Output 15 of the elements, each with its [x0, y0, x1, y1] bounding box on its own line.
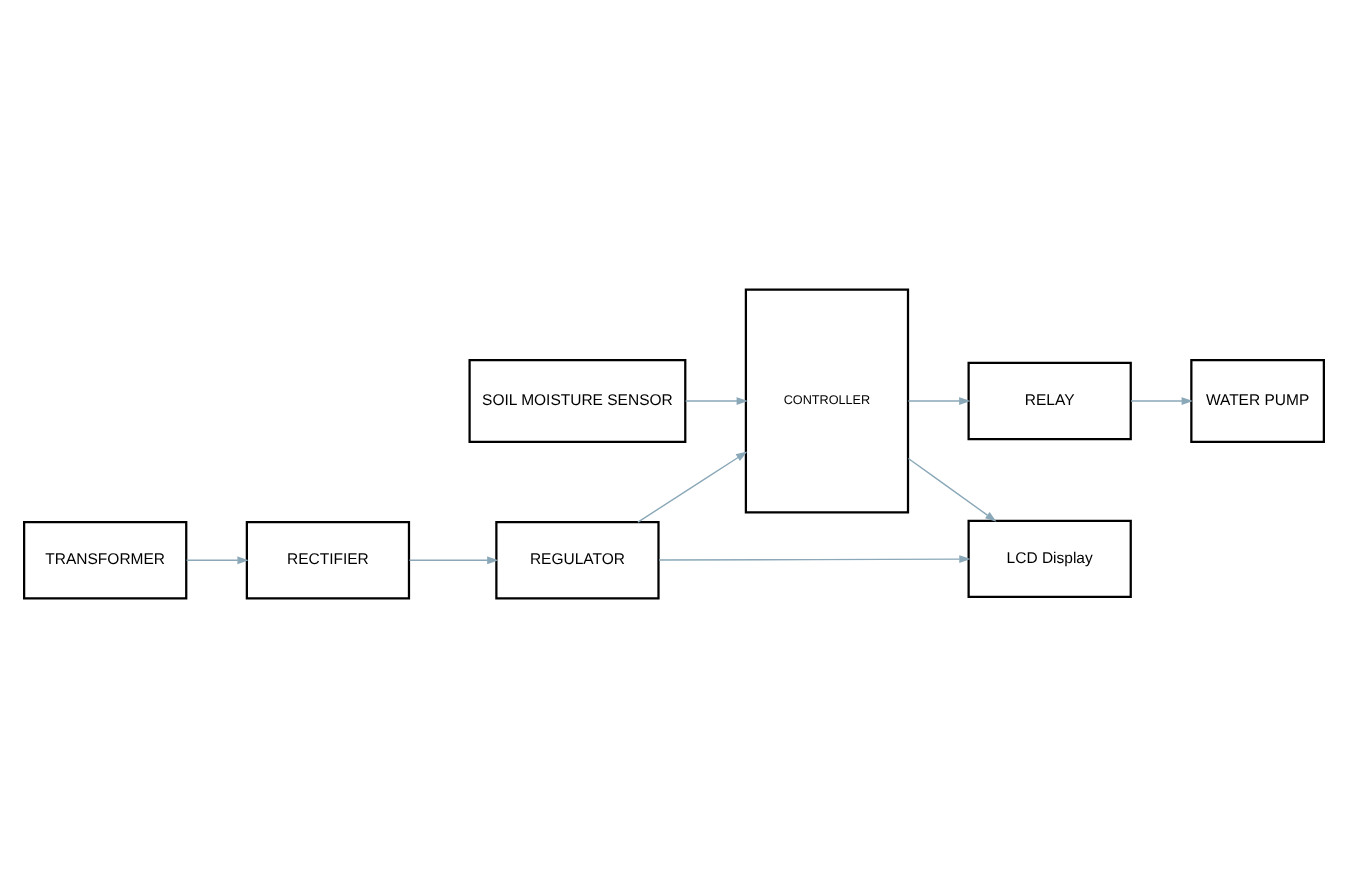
node-box: WATER PUMP — [1190, 359, 1325, 443]
arrow — [408, 556, 499, 565]
arrow — [907, 457, 997, 522]
arrow — [907, 397, 971, 405]
arrow — [637, 451, 748, 523]
arrow — [658, 555, 971, 564]
node-box: REGULATOR — [495, 521, 660, 600]
node-box: TRANSFORMER — [23, 521, 188, 600]
node-box: SOIL MOISTURE SENSOR — [468, 359, 687, 443]
arrow — [1130, 397, 1193, 405]
node-box: LCD Display — [967, 519, 1132, 599]
arrow — [684, 397, 748, 405]
node-box: RECTIFIER — [245, 521, 411, 600]
node-box: RELAY — [967, 361, 1132, 441]
arrow — [185, 556, 249, 565]
